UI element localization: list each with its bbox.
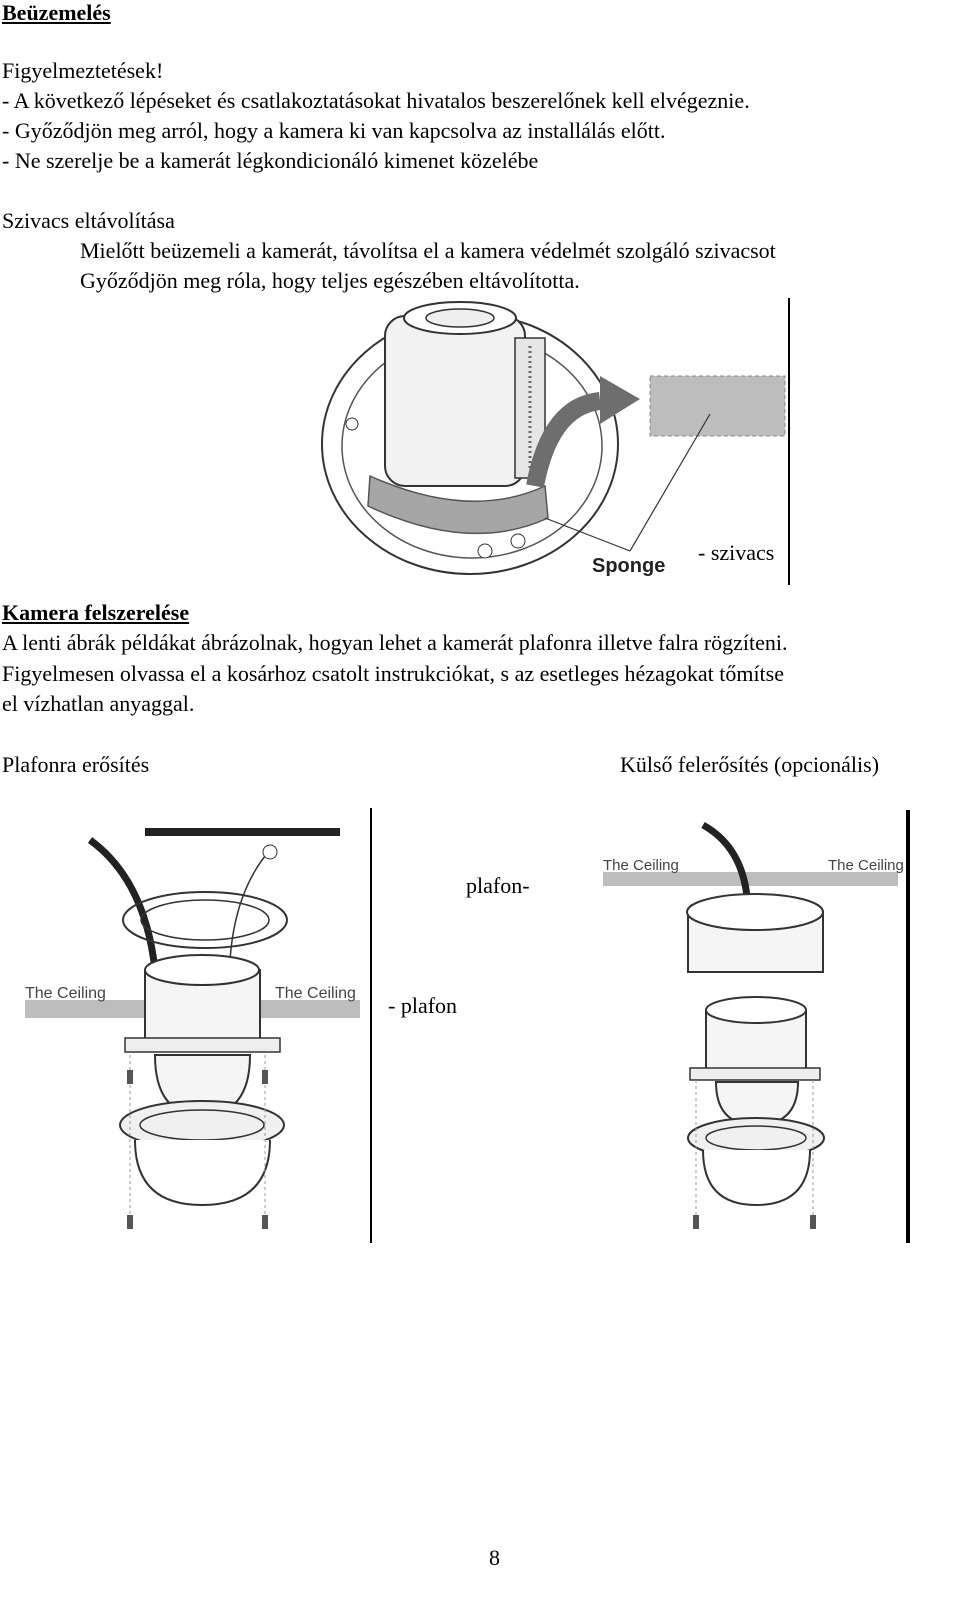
sponge-text: Mielőtt beüzemeli a kamerát, távolítsa e… (80, 238, 776, 263)
label-dash-plafon: - plafon (388, 993, 458, 1018)
mount-heading: Kamera felszerelése (2, 600, 190, 625)
sponge-figure-label: Sponge (592, 555, 665, 577)
divider-line (906, 810, 910, 1243)
mount-text: A lenti ábrák példákat ábrázolnak, hogya… (2, 630, 788, 655)
sponge-title: Szivacs eltávolítása (2, 208, 175, 233)
ceiling-label: The Ceiling (603, 857, 679, 874)
surface-mount-figure: The Ceiling The Ceiling (603, 821, 903, 1229)
ceiling-mount-figure: The Ceiling The Ceiling (25, 828, 360, 1229)
sponge-removal-figure: Sponge (321, 301, 786, 577)
label-plafon-dash: plafon- (466, 873, 530, 898)
section-heading: Beüzemelés (2, 0, 111, 25)
sponge-text: Győződjön meg róla, hogy teljes egészébe… (80, 268, 580, 293)
ceiling-label: The Ceiling (275, 985, 356, 1002)
sponge-caption: - szivacs (698, 540, 775, 565)
mount-text: Figyelmesen olvassa el a kosárhoz csatol… (2, 661, 784, 686)
warning-line: - Győződjön meg arról, hogy a kamera ki … (2, 118, 666, 143)
ceiling-label: The Ceiling (828, 857, 903, 874)
mount-text: el vízhatlan anyaggal. (2, 691, 195, 716)
divider-line (370, 808, 372, 1243)
divider-line (788, 298, 790, 585)
warning-line: - A következő lépéseket és csatlakoztatá… (2, 88, 750, 113)
page-number: 8 (489, 1545, 500, 1570)
warning-line: - Ne szerelje be a kamerát légkondicioná… (2, 148, 539, 173)
ceiling-mount-title: Plafonra erősítés (2, 752, 150, 777)
warnings-title: Figyelmeztetések! (2, 58, 164, 83)
surface-mount-title: Külső felerősítés (opcionális) (620, 752, 880, 777)
ceiling-label: The Ceiling (25, 985, 106, 1002)
